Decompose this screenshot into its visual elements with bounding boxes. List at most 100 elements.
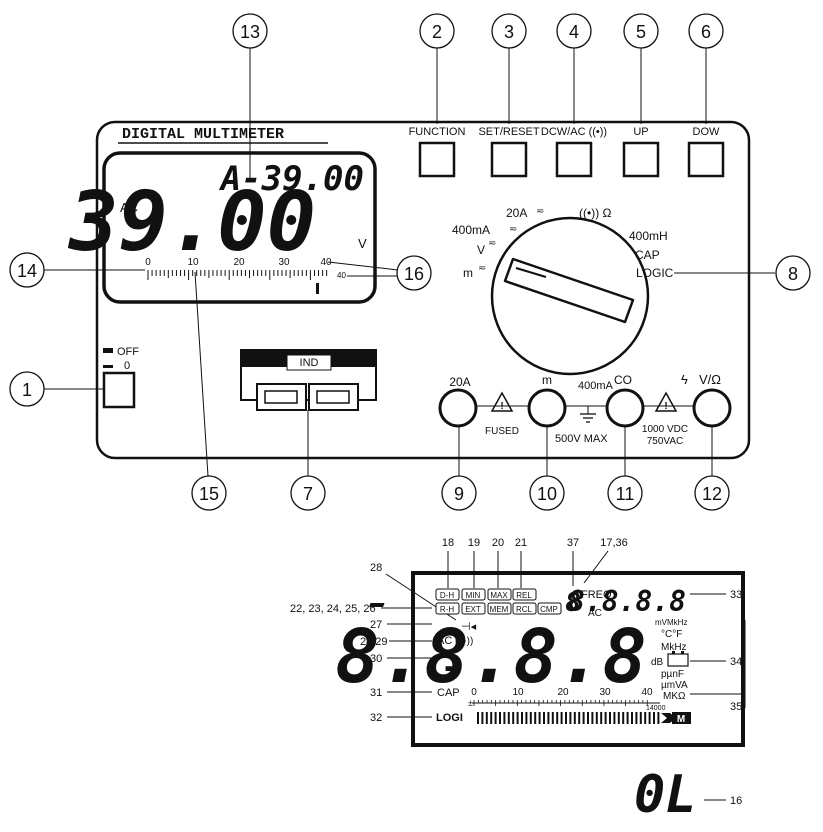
main-reading: 39.00: [67, 175, 316, 270]
off-symbol: [103, 348, 113, 353]
jack-20a[interactable]: [438, 388, 478, 428]
callout-7: 7: [303, 484, 313, 504]
power-button[interactable]: [102, 371, 136, 409]
dial-label-400ma: 400mA: [452, 223, 490, 237]
lcd-num-31: 31: [370, 687, 382, 699]
ind-label-box: [286, 354, 332, 371]
lcd-num-21: 21: [515, 537, 527, 549]
lcd-box-mem: MEM: [490, 605, 509, 614]
meter-title: DIGITAL MULTIMETER: [122, 126, 284, 143]
ind-slot-left: [264, 390, 298, 404]
lcd-num-18: 18: [442, 537, 454, 549]
set-reset-button[interactable]: [490, 141, 528, 178]
off-label: OFF: [117, 346, 139, 358]
callout-16: 16: [404, 264, 424, 284]
callout-9: 9: [454, 484, 464, 504]
jack-note-400ma: 400mA: [578, 380, 614, 392]
sub-reading: A-39.00: [219, 159, 364, 199]
callout-3: 3: [504, 22, 514, 42]
jack-label-com: CO: [614, 373, 632, 387]
callout-11: 11: [616, 484, 635, 504]
lcd-unit-umva: µmVA: [661, 680, 688, 691]
lcd-scale-ticks: [473, 700, 648, 706]
callout-14: 14: [17, 261, 37, 281]
ind-label: IND: [300, 357, 319, 369]
callout-10: 10: [537, 484, 557, 504]
callout-15: 15: [199, 484, 219, 504]
dial-acdc-v: ≂: [488, 238, 496, 249]
lcd-unit-mkhz: MkHz: [661, 642, 687, 653]
lcd-box-ext: EXT: [465, 605, 481, 614]
callout-6: 6: [701, 22, 711, 42]
lcd-num-28-29: 28,29: [360, 636, 388, 648]
zero-symbol: [103, 365, 113, 368]
lcd-ac-small: AC: [588, 608, 602, 619]
lcd-unit-mkohm: MKΩ: [663, 691, 686, 702]
callout-8: 8: [788, 264, 798, 284]
dial-label-400mh: 400mH: [629, 229, 668, 243]
jack-com[interactable]: [605, 388, 645, 428]
dial-label-v: V: [477, 243, 485, 257]
lcd-plusminus: ±: [468, 698, 473, 708]
scale-cursor: [316, 283, 319, 294]
lcd-bargraph: [477, 712, 660, 724]
ground-icon: [580, 406, 596, 423]
dial-acdc-m: ≂: [478, 263, 486, 274]
ind-compartment: IND: [240, 349, 377, 411]
dial-acdc-20a: ≂: [536, 206, 544, 217]
button-label-function: FUNCTION: [409, 126, 466, 138]
scale-tick-30: 30: [278, 257, 290, 268]
up-button[interactable]: [622, 141, 660, 178]
lcd-single-digit: 8: [565, 588, 581, 618]
lcd-box-rh: R-H: [440, 605, 454, 614]
callout-2: 2: [432, 22, 442, 42]
scale-tick-0: 0: [145, 257, 151, 268]
lcd-num-20: 20: [492, 537, 504, 549]
button-label-dc-ac: DCW/AC ((•)): [541, 126, 607, 138]
lcd-num-19: 19: [468, 537, 480, 549]
jack-label-v-ohm: V/Ω: [699, 372, 721, 387]
lcd-box-max: MAX: [490, 591, 508, 600]
lcd-num-32: 32: [370, 712, 382, 724]
fused-label: FUSED: [485, 426, 519, 437]
lcd-box-rel: REL: [516, 591, 532, 600]
lcd-scale-30: 30: [599, 687, 611, 698]
max-voltage-label: 500V MAX: [555, 433, 608, 445]
lcd-scale-0: 0: [471, 687, 477, 698]
lcd-freq: FREQ: [581, 589, 612, 601]
vdc-label: 1000 VDC: [642, 424, 688, 435]
lcd-scale-20: 20: [557, 687, 569, 698]
lcd-box-dh: D-H: [440, 591, 454, 600]
zero-label: 0: [124, 360, 130, 372]
jack-v-ohm[interactable]: [692, 388, 732, 428]
lcd-dc-bar: [369, 603, 385, 607]
callout-4: 4: [569, 22, 579, 42]
vac-label: 750VAC: [647, 436, 684, 447]
rotary-dial[interactable]: 400mA V ≂ m ≂ 20A ≂ ≂ ((•)) Ω 400mH CAP …: [452, 206, 674, 376]
lcd-small-digits: 8.8.8.8: [568, 585, 686, 618]
button-label-up: UP: [633, 126, 648, 138]
down-button[interactable]: [687, 141, 725, 178]
scale-tick-40: 40: [320, 257, 332, 268]
dial-label-20a: 20A: [506, 206, 527, 220]
lcd-unit-cf: °C°F: [661, 629, 682, 640]
lcd-cap: CAP: [437, 687, 460, 699]
dial-label-logic: LOGIC: [636, 266, 674, 280]
lcd-scale-10: 10: [512, 687, 524, 698]
callout-1: 1: [22, 380, 32, 400]
lcd-battery-icon: [667, 651, 689, 667]
lcd-diode-icon: ⊣◂: [461, 621, 477, 633]
input-jacks: 20A ! FUSED m 400mA 500V MAX CO ϟ ! 1000…: [438, 372, 732, 447]
function-button[interactable]: [418, 141, 456, 178]
power-switch[interactable]: OFF 0: [102, 346, 139, 409]
lcd-ac-left: AC: [437, 635, 452, 647]
jack-ma[interactable]: [527, 388, 567, 428]
ol-number: 16: [730, 795, 742, 807]
lcd-num-30: 30: [370, 653, 382, 665]
lcd-num-27: 27: [370, 619, 382, 631]
unit-v: V: [358, 236, 367, 251]
dc-ac-button[interactable]: [555, 141, 593, 178]
lcd-num-33: 33: [730, 589, 742, 601]
scale-tick-10: 10: [187, 257, 199, 268]
button-label-down: DOW: [693, 126, 721, 138]
